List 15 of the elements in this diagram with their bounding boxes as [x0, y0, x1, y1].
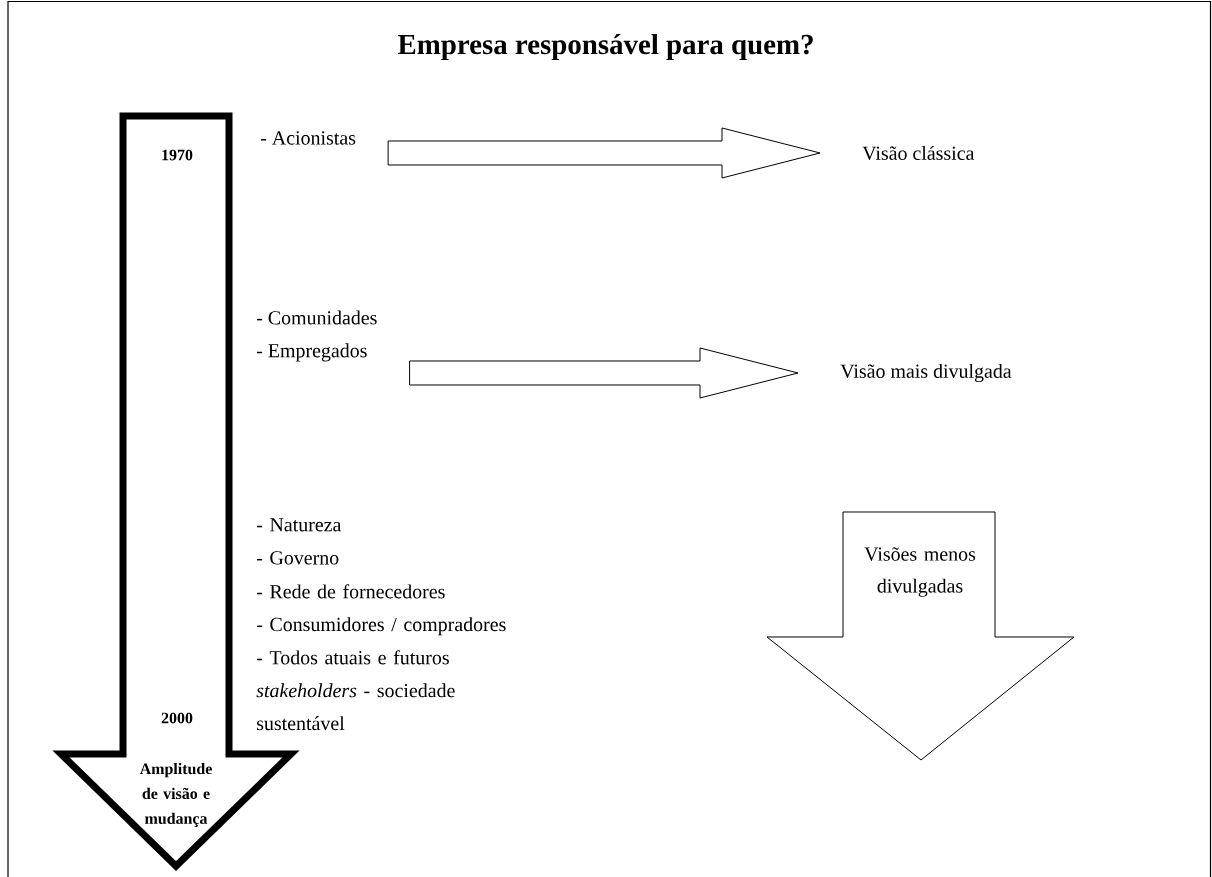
list-item: - Todos atuais e futuros stakeholders - sociedade sustentável: [256, 650, 455, 731]
title: Empresa responsável para quem?: [397, 33, 813, 61]
year-label: 1970: [162, 149, 193, 161]
list-item: - Governo: [256, 551, 339, 565]
list-text: - Acionistas: [260, 131, 356, 145]
block-arrow: [409, 347, 799, 399]
arrow-label: Amplitude de visão e mudança: [139, 762, 212, 828]
list-item: - Consumidores / compradores: [256, 617, 506, 636]
list-text: - Comunidades - Empregados: [256, 310, 377, 362]
list-text: Visão mais divulgada: [840, 363, 1012, 383]
list-item: - Rede de fornecedores: [256, 584, 445, 599]
list-item: - Natureza: [256, 518, 342, 532]
list-text: Visão clássica: [862, 145, 975, 161]
year-label: 2000: [161, 712, 193, 724]
block-arrow: [387, 127, 821, 179]
